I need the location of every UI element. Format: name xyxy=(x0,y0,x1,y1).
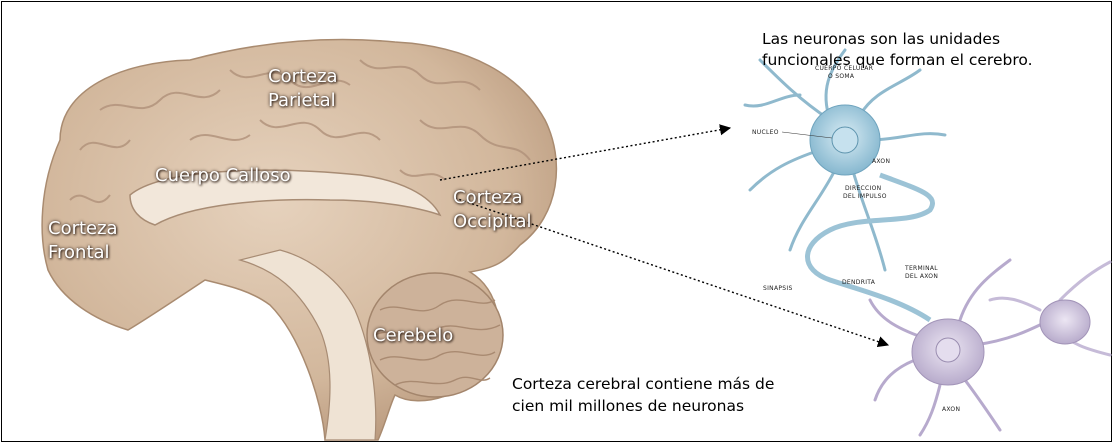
caption-bottom-line2: cien mil millones de neuronas xyxy=(512,396,744,417)
label-cerebelo: Cerebelo xyxy=(373,325,453,347)
label-corteza-occipital-line1: Corteza xyxy=(453,187,523,209)
caption-top-line2: funcionales que forman el cerebro. xyxy=(762,50,1033,71)
label-cuerpo-calloso: Cuerpo Calloso xyxy=(155,165,291,187)
label-corteza-frontal-line1: Corteza xyxy=(48,218,118,240)
caption-bottom-line1: Corteza cerebral contiene más de xyxy=(512,374,774,395)
nlabel-direccion-2: DEL IMPULSO xyxy=(843,193,887,200)
caption-top-line1: Las neuronas son las unidades xyxy=(762,29,1000,50)
label-corteza-parietal-line1: Corteza xyxy=(268,66,338,88)
label-corteza-occipital-line2: Occipital xyxy=(453,211,531,233)
nlabel-dendrita: DENDRITA xyxy=(842,279,876,286)
nlabel-nucleo: NUCLEO xyxy=(752,129,779,136)
nlabel-direccion-1: DIRECCION xyxy=(845,185,881,192)
nlabel-terminal-2: DEL AXON xyxy=(905,273,938,280)
nlabel-sinapsis: SINAPSIS xyxy=(763,285,793,292)
neuron-diagram: CUERPO CELULAR O SOMA NUCLEO AXON DIRECC… xyxy=(745,50,1110,435)
label-corteza-frontal-line2: Frontal xyxy=(48,242,110,264)
nlabel-axon-top: AXON xyxy=(872,158,890,165)
nlabel-cuerpo-2: O SOMA xyxy=(828,73,855,80)
nlabel-axon-bottom: AXON xyxy=(942,406,960,413)
label-corteza-parietal-line2: Parietal xyxy=(268,90,336,112)
nlabel-terminal-1: TERMINAL xyxy=(904,265,938,272)
